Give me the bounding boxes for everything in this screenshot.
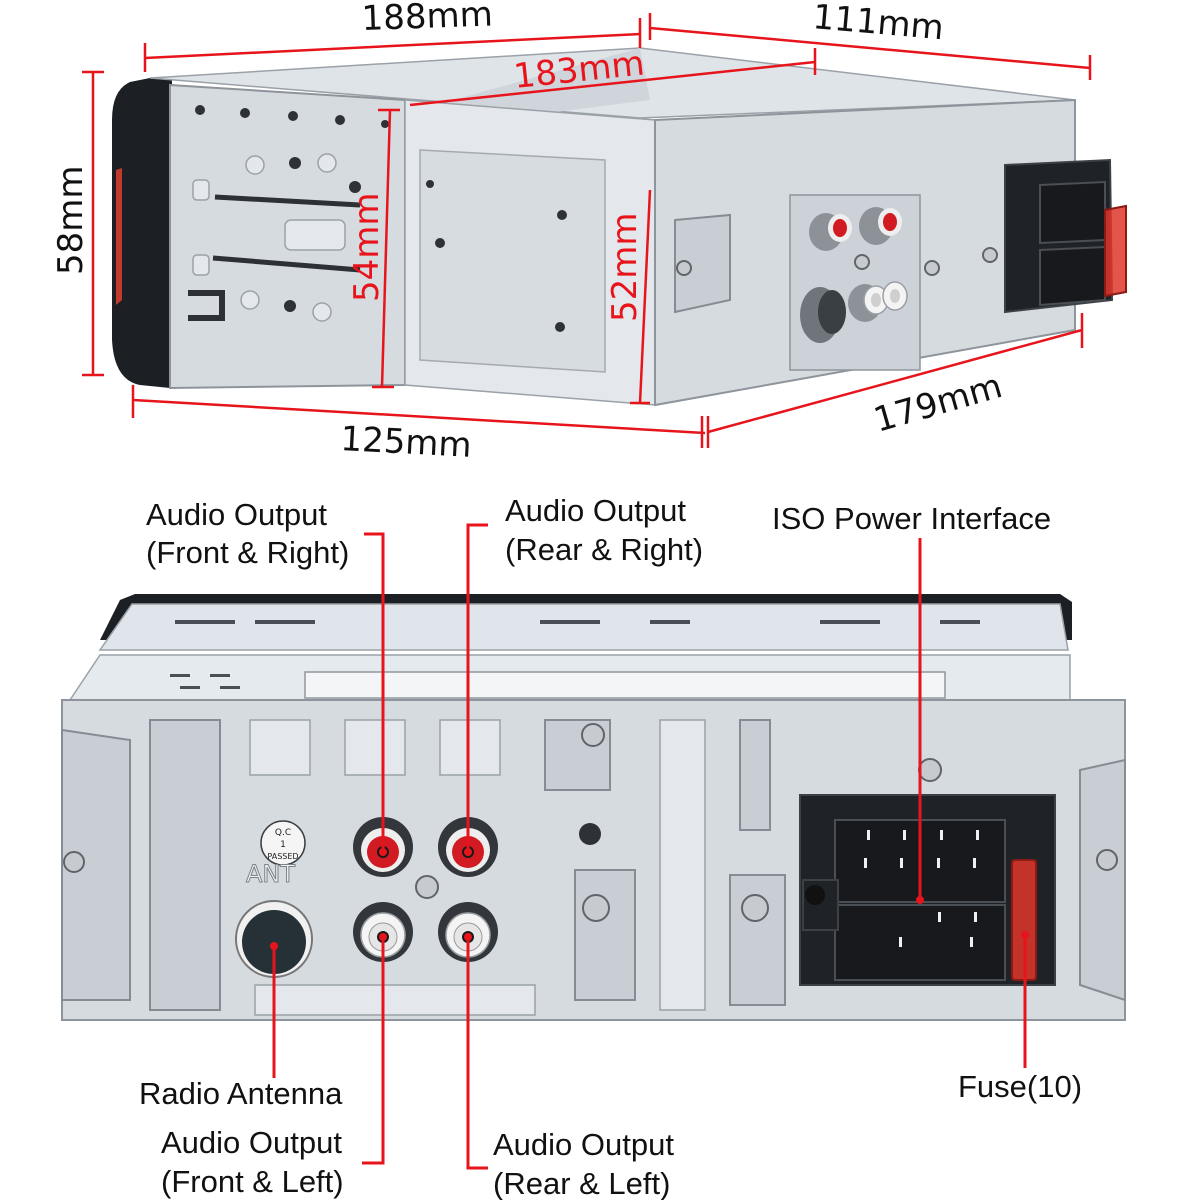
side-plate-holes bbox=[188, 105, 389, 322]
callout-rear-right-line1: Audio Output bbox=[505, 493, 686, 528]
top-rca-cluster bbox=[789, 194, 921, 371]
panel-hole bbox=[579, 823, 601, 845]
qc-text-mid: 1 bbox=[280, 840, 286, 850]
leader-rear-right bbox=[466, 523, 488, 852]
mount-recess bbox=[674, 213, 731, 314]
right-mount-recess bbox=[1079, 758, 1126, 1002]
qc-text-bottom: PASSED bbox=[267, 852, 298, 861]
rear-lid-top bbox=[98, 603, 1069, 651]
callout-front-left-line1: Audio Output bbox=[161, 1125, 342, 1160]
ant-marking: ANT bbox=[246, 860, 295, 888]
rear-panel-illustration: Q.C 1 PASSED ANT bbox=[61, 594, 1126, 1021]
top-unit-illustration bbox=[112, 47, 1127, 407]
screw-icon bbox=[1096, 849, 1118, 871]
callout-front-right: Audio Output (Front & Right) bbox=[146, 497, 349, 570]
iso-connector bbox=[799, 794, 1056, 986]
leader-front-right bbox=[364, 532, 385, 852]
top-iso-connector bbox=[1004, 158, 1127, 314]
dim-label-front-height: 58mm bbox=[51, 165, 91, 275]
chassis-panel bbox=[419, 149, 606, 373]
dimension-lines bbox=[82, 13, 1092, 448]
callout-front-right-line1: Audio Output bbox=[146, 497, 327, 532]
leader-rear-left bbox=[466, 937, 488, 1170]
dim-label-rear-height: 52mm bbox=[605, 212, 645, 322]
dim-label-overall-length: 188mm bbox=[361, 0, 493, 39]
screw-icon bbox=[581, 723, 605, 747]
rca-front-left bbox=[353, 902, 413, 962]
iso-pins bbox=[864, 830, 979, 947]
panel-ribs bbox=[149, 719, 786, 1016]
bezel-red-accent bbox=[116, 168, 122, 305]
rca-rear-left bbox=[438, 902, 498, 962]
lid-slots bbox=[170, 620, 980, 689]
screw-icon bbox=[918, 758, 942, 782]
product-label-sticker bbox=[304, 671, 946, 699]
left-mount-recess bbox=[61, 728, 131, 1001]
callout-front-right-line2: (Front & Right) bbox=[146, 535, 349, 570]
callout-fuse: Fuse(10) bbox=[958, 1069, 1082, 1104]
screw-icon bbox=[63, 851, 85, 873]
front-bezel bbox=[112, 78, 172, 388]
callout-front-left-line2: (Front & Left) bbox=[161, 1164, 344, 1199]
callout-rear-right: Audio Output (Rear & Right) bbox=[505, 493, 703, 567]
screw-icon bbox=[415, 875, 439, 899]
callout-rear-left-line1: Audio Output bbox=[493, 1127, 674, 1162]
dim-label-chassis-height: 54mm bbox=[347, 192, 387, 302]
callout-lines bbox=[272, 523, 1029, 1170]
screw-icon bbox=[924, 260, 940, 276]
callout-radio-antenna: Radio Antenna bbox=[139, 1076, 343, 1111]
screw-icon bbox=[676, 260, 692, 276]
callout-rear-left-line2: (Rear & Left) bbox=[493, 1166, 670, 1200]
dim-label-bottom-length: 125mm bbox=[340, 419, 473, 466]
leader-front-left bbox=[362, 937, 385, 1165]
callout-iso-power: ISO Power Interface bbox=[772, 501, 1051, 536]
qc-text-top: Q.C bbox=[275, 828, 291, 838]
callout-rear-right-line2: (Rear & Right) bbox=[505, 532, 703, 567]
qc-passed-sticker: Q.C 1 PASSED bbox=[260, 820, 306, 866]
screw-icon bbox=[582, 894, 610, 922]
callout-front-left: Audio Output (Front & Left) bbox=[161, 1125, 344, 1199]
screw-icon bbox=[982, 247, 998, 263]
screw-icon bbox=[741, 894, 769, 922]
dim-label-rear-width-bottom: 179mm bbox=[869, 366, 1006, 441]
dim-label-rear-width: 111mm bbox=[811, 0, 945, 48]
callout-rear-left: Audio Output (Rear & Left) bbox=[493, 1127, 674, 1200]
